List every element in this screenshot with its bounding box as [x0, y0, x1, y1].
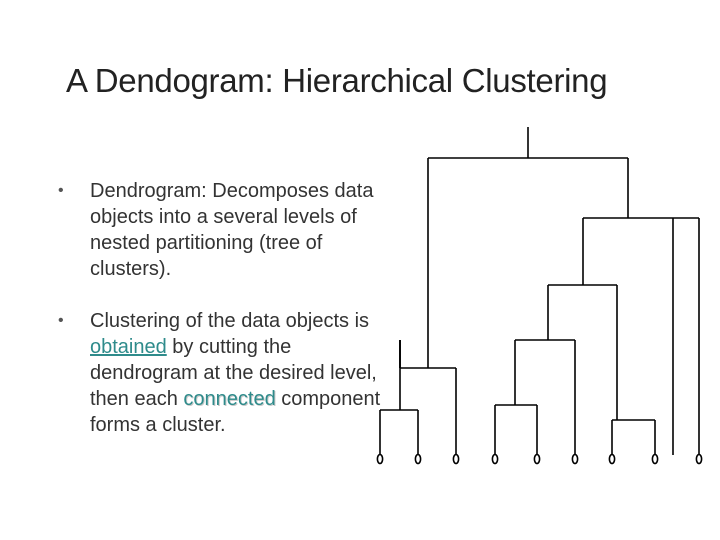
leaf-node — [452, 453, 460, 465]
slide-title: A Dendogram: Hierarchical Clustering — [66, 62, 608, 99]
bullet-text-container: Clustering of the data objects is obtain… — [58, 308, 398, 438]
leaf-node — [533, 453, 541, 465]
bullet-marker: • — [58, 182, 64, 199]
leaf-node — [414, 453, 422, 465]
leaf-node — [651, 453, 659, 465]
leaf-node — [376, 453, 384, 465]
connected-highlight: connected — [183, 388, 276, 410]
bullet-text-start: Clustering of the data objects is — [90, 310, 370, 332]
bullet-clustering-explanation: • Clustering of the data objects is obta… — [58, 308, 398, 438]
bullet-text-end: component forms a cluster. — [90, 388, 381, 436]
bullet-marker: • — [58, 312, 64, 329]
leaf-node — [571, 453, 579, 465]
leaf-node — [608, 453, 616, 465]
leaf-node — [491, 453, 499, 465]
bullet-dendrogram-definition: • Dendrogram: Decomposes data objects in… — [58, 178, 398, 282]
bullet-text-middle: by cutting the dendrogram at the desired… — [90, 336, 377, 410]
dendrogram-leaves — [376, 453, 703, 465]
obtained-link[interactable]: obtained — [90, 336, 167, 358]
dendrogram-links — [379, 127, 674, 455]
leaf-node — [695, 453, 703, 465]
bullet-text: Dendrogram: Decomposes data objects into… — [90, 180, 374, 280]
